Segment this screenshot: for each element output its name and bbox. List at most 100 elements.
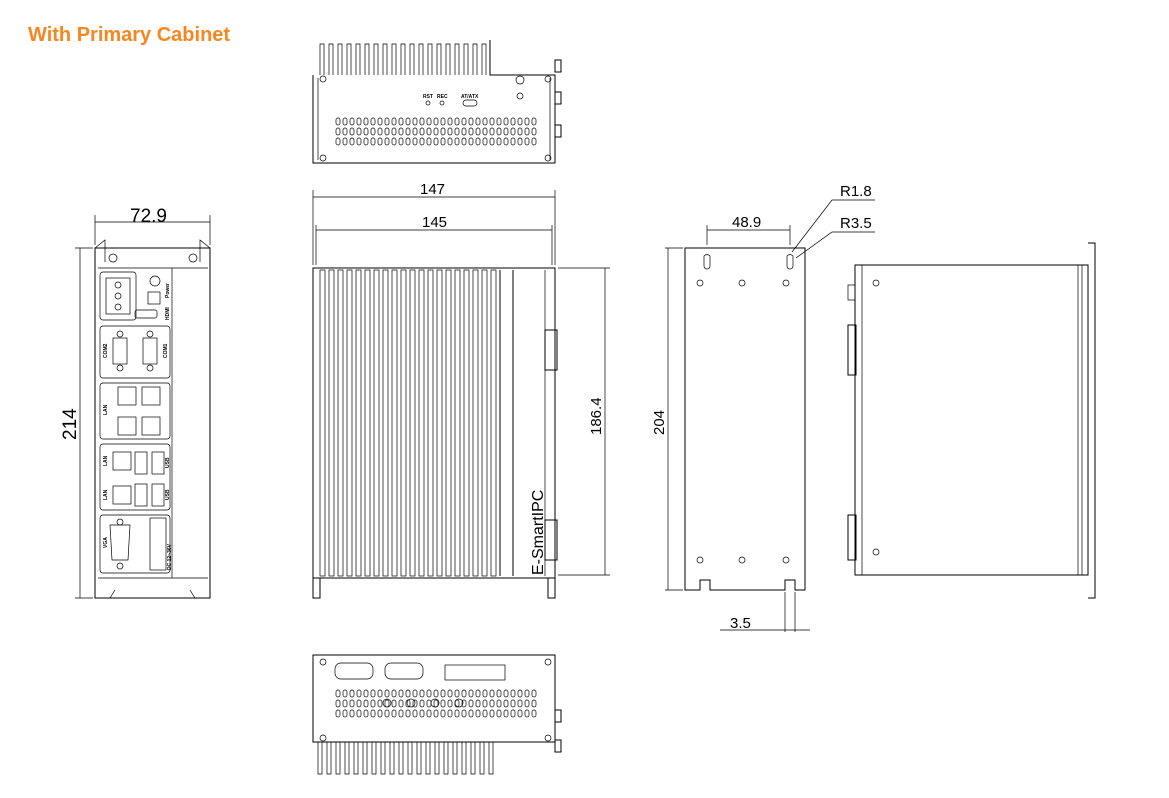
vent-slot [335, 127, 341, 136]
vent-slot [412, 709, 418, 718]
dc-label: DC 12~36V [167, 543, 173, 570]
vent-slot [510, 699, 516, 708]
vent-slot [496, 127, 502, 136]
vent-slot [531, 137, 537, 146]
right-side-view [847, 242, 1096, 599]
vent-slot [398, 137, 404, 146]
vent-slot [384, 709, 390, 718]
vent-slot [405, 689, 411, 698]
lan-label-2: LAN [103, 455, 109, 466]
vent-slot [517, 689, 523, 698]
vent-slot [398, 709, 404, 718]
heatsink-fin [337, 43, 343, 75]
heatsink-fin [382, 43, 388, 75]
vent-slot [370, 699, 376, 708]
vent-slot [461, 137, 467, 146]
vent-slot [482, 127, 488, 136]
heatsink-fin [445, 269, 452, 577]
vent-slot [531, 689, 537, 698]
side-body-length-dim: 145 [422, 214, 447, 231]
lan-label-3: LAN [103, 489, 109, 500]
vent-slot [342, 689, 348, 698]
vent-slot [412, 699, 418, 708]
vent-slot [349, 137, 355, 146]
radius-small-dim: R1.8 [840, 183, 872, 200]
vent-slot [426, 699, 432, 708]
vent-slot [342, 709, 348, 718]
vent-slot [419, 137, 425, 146]
vent-slot [335, 137, 341, 146]
heatsink-fin [398, 742, 404, 775]
vent-slot [412, 137, 418, 146]
vent-slot [517, 137, 523, 146]
vent-slot [419, 689, 425, 698]
vent-slot [454, 117, 460, 126]
vent-slot [342, 127, 348, 136]
vent-slot [433, 709, 439, 718]
vent-slot [356, 117, 362, 126]
vent-slot [503, 137, 509, 146]
hdmi-label: HDMI [165, 307, 171, 320]
heatsink-fin [364, 43, 370, 75]
vent-slot [531, 709, 537, 718]
vent-slot [475, 117, 481, 126]
top-view: RST REC AT/ATX [312, 40, 562, 164]
vent-slot [384, 137, 390, 146]
heatsink-fin [454, 269, 461, 577]
vent-slot [363, 689, 369, 698]
vent-slot [426, 709, 432, 718]
rec-label: REC [437, 94, 448, 100]
vent-slot [468, 117, 474, 126]
mounting-plate-view: 48.9 204 R1.8 R3.5 3.5 [651, 183, 875, 632]
vent-slot [461, 699, 467, 708]
vent-slot [531, 699, 537, 708]
vent-slot [363, 117, 369, 126]
vent-slot [447, 117, 453, 126]
vent-slot [391, 127, 397, 136]
heatsink-fin [317, 742, 323, 775]
vent-slot [356, 127, 362, 136]
heatsink-fin [436, 269, 443, 577]
heatsink-fin [463, 43, 469, 75]
vent-slot [482, 709, 488, 718]
vent-slot [482, 699, 488, 708]
vent-slot [468, 709, 474, 718]
vent-slot [426, 117, 432, 126]
side-total-length-dim: 147 [420, 181, 445, 198]
vent-slot [370, 127, 376, 136]
vent-slot [489, 127, 495, 136]
vent-slot [356, 137, 362, 146]
vent-slot [454, 709, 460, 718]
vent-slot [489, 137, 495, 146]
vent-slot [405, 117, 411, 126]
vent-slot [412, 117, 418, 126]
heatsink-fin [425, 742, 431, 775]
heatsink-fin [400, 43, 406, 75]
vent-slot [335, 699, 341, 708]
vent-slot [419, 699, 425, 708]
heatsink-fin [463, 269, 470, 577]
vent-slot [524, 137, 530, 146]
vent-slot [363, 709, 369, 718]
vent-slot [517, 117, 523, 126]
vent-slot [524, 127, 530, 136]
vent-slot [447, 689, 453, 698]
heatsink-fin [373, 43, 379, 75]
heatsink-fin [364, 269, 371, 577]
heatsink-fin [335, 742, 341, 775]
vent-slot [391, 709, 397, 718]
vent-slot [398, 117, 404, 126]
heatsink-fin [319, 43, 325, 75]
vent-slot [475, 709, 481, 718]
vent-slot [370, 709, 376, 718]
vent-slot [461, 689, 467, 698]
front-width-dim: 72.9 [130, 206, 167, 227]
vent-slot [482, 117, 488, 126]
heatsink-fin [481, 43, 487, 75]
vent-slot [335, 689, 341, 698]
vent-slot [461, 117, 467, 126]
heatsink-fin [436, 43, 442, 75]
vent-slot [454, 689, 460, 698]
vent-slot [412, 689, 418, 698]
heatsink-fin [389, 742, 395, 775]
